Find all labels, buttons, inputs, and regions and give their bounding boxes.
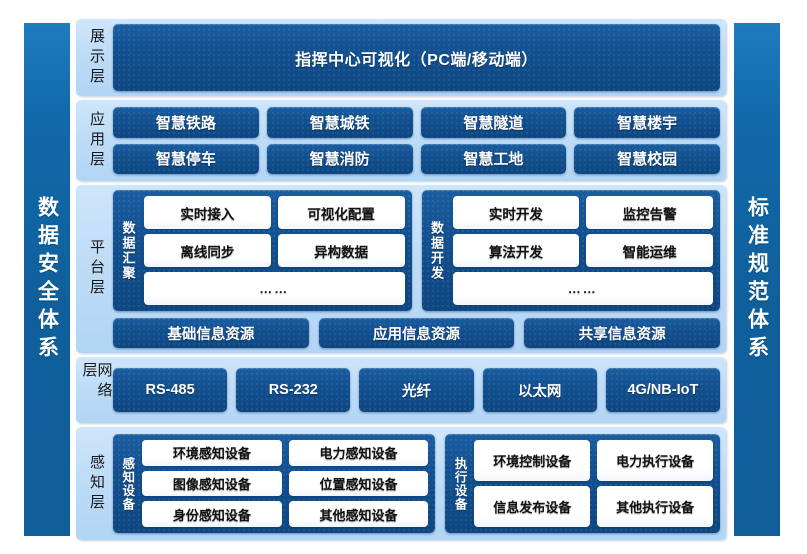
sensing-item-environment[interactable]: 环境感知设备 — [142, 440, 282, 466]
application-grid: 智慧铁路 智慧城铁 智慧隧道 智慧楼宇 智慧停车 智慧消防 智慧工地 智慧校园 — [113, 105, 720, 176]
layer-network: 网络层 RS-485 RS-232 光纤 以太网 4G/NB-IoT — [76, 357, 726, 423]
network-item-rs485[interactable]: RS-485 — [113, 368, 228, 412]
app-item-smart-tunnel[interactable]: 智慧隧道 — [420, 107, 567, 138]
platform-inner: 数据汇聚 实时接入 可视化配置 离线同步 异构数据 …… — [113, 190, 720, 348]
layer-application-label-wrap: 应用层 — [80, 105, 113, 176]
platform-group-0-label: 数据汇聚 — [120, 220, 136, 281]
perception-group-sensing-devices: 感知设备 环境感知设备 电力感知设备 图像感知设备 位置感知设备 身份感知设备 … — [113, 434, 435, 533]
app-item-smart-firefighting[interactable]: 智慧消防 — [266, 143, 413, 174]
platform-group-1-label: 数据开发 — [429, 220, 444, 281]
platform-group-0-grid: 实时接入 可视化配置 离线同步 异构数据 …… — [144, 196, 405, 305]
app-item-smart-building[interactable]: 智慧楼宇 — [574, 107, 720, 138]
perception-group-actuator-devices: 执行设备 环境控制设备 电力执行设备 信息发布设备 其他执行设备 — [445, 434, 720, 533]
app-item-smart-metro[interactable]: 智慧城铁 — [266, 107, 413, 138]
perception-group-1-label-wrap: 执行设备 — [449, 440, 469, 527]
platform-group-1-label-wrap: 数据开发 — [426, 196, 448, 305]
sensing-item-identity[interactable]: 身份感知设备 — [142, 501, 282, 527]
sidebar-data-security: 数据安全体系 — [23, 22, 71, 537]
platform-item-heterogeneous-data[interactable]: 异构数据 — [277, 234, 405, 267]
network-item-ethernet[interactable]: 以太网 — [482, 368, 597, 412]
platform-group-1-more[interactable]: …… — [452, 272, 713, 305]
platform-item-realtime-dev[interactable]: 实时开发 — [452, 196, 580, 229]
layer-perception: 感知层 感知设备 环境感知设备 电力感知设备 图像感知设备 位置感知设备 身份感… — [76, 427, 726, 540]
layer-application-label: 应用层 — [88, 110, 105, 171]
sidebar-left-label: 数据安全体系 — [35, 195, 59, 364]
network-item-optical-fiber[interactable]: 光纤 — [359, 368, 474, 412]
platform-item-smart-ops[interactable]: 智能运维 — [586, 234, 713, 267]
sidebar-right-label: 标准规范体系 — [745, 195, 769, 364]
actuator-item-information-release[interactable]: 信息发布设备 — [474, 486, 591, 527]
app-item-smart-parking[interactable]: 智慧停车 — [113, 143, 259, 174]
resource-application-information[interactable]: 应用信息资源 — [318, 318, 515, 348]
app-item-smart-campus[interactable]: 智慧校园 — [574, 143, 720, 174]
layer-display: 展示层 指挥中心可视化（PC端/移动端） — [76, 19, 726, 96]
layer-network-label-wrap: 网络层 — [80, 362, 113, 418]
app-item-smart-construction-site[interactable]: 智慧工地 — [420, 143, 567, 174]
platform-group-1-grid: 实时开发 监控告警 算法开发 智能运维 …… — [452, 196, 713, 305]
layer-network-label: 网络层 — [80, 362, 113, 402]
sensing-item-image[interactable]: 图像感知设备 — [142, 470, 282, 497]
network-item-4g-nbiot[interactable]: 4G/NB-IoT — [605, 368, 720, 412]
perception-group-0-label-wrap: 感知设备 — [117, 440, 137, 527]
display-banner-box[interactable]: 指挥中心可视化（PC端/移动端） — [113, 24, 720, 91]
sensing-item-power[interactable]: 电力感知设备 — [288, 440, 429, 466]
perception-groups: 感知设备 环境感知设备 电力感知设备 图像感知设备 位置感知设备 身份感知设备 … — [113, 432, 720, 535]
platform-resources: 基础信息资源 应用信息资源 共享信息资源 — [113, 318, 720, 348]
platform-groups: 数据汇聚 实时接入 可视化配置 离线同步 异构数据 …… — [113, 190, 720, 311]
platform-item-visual-config[interactable]: 可视化配置 — [277, 196, 405, 229]
sidebar-standard-specification: 标准规范体系 — [733, 22, 781, 537]
perception-group-0-label: 感知设备 — [120, 456, 135, 511]
resource-shared-information[interactable]: 共享信息资源 — [524, 318, 720, 348]
platform-group-0-label-wrap: 数据汇聚 — [117, 196, 139, 305]
resource-basic-information[interactable]: 基础信息资源 — [113, 318, 309, 348]
platform-item-offline-sync[interactable]: 离线同步 — [144, 234, 271, 267]
actuator-item-environment-control[interactable]: 环境控制设备 — [474, 440, 591, 481]
layer-perception-label-wrap: 感知层 — [80, 432, 113, 535]
layer-display-label-wrap: 展示层 — [80, 24, 113, 91]
perception-group-0-grid: 环境感知设备 电力感知设备 图像感知设备 位置感知设备 身份感知设备 其他感知设… — [142, 440, 429, 527]
perception-group-1-grid: 环境控制设备 电力执行设备 信息发布设备 其他执行设备 — [474, 440, 713, 527]
actuator-item-other[interactable]: 其他执行设备 — [597, 486, 713, 527]
layer-platform-label-wrap: 平台层 — [80, 190, 113, 348]
layer-platform: 平台层 数据汇聚 实时接入 可视化配置 离线同步 — [76, 185, 726, 353]
sensing-item-location[interactable]: 位置感知设备 — [288, 470, 429, 497]
layer-perception-label: 感知层 — [88, 453, 105, 514]
platform-item-monitor-alarm[interactable]: 监控告警 — [586, 196, 713, 229]
layer-display-body: 指挥中心可视化（PC端/移动端） — [113, 24, 720, 91]
platform-item-realtime-ingest[interactable]: 实时接入 — [144, 196, 271, 229]
sensing-item-other[interactable]: 其他感知设备 — [288, 501, 429, 527]
actuator-item-power-execution[interactable]: 电力执行设备 — [597, 440, 713, 481]
layer-stack: 展示层 指挥中心可视化（PC端/移动端） 应用层 智慧铁路 智慧城铁 智慧隧道 … — [76, 19, 726, 540]
layer-display-label: 展示层 — [88, 27, 105, 88]
perception-group-1-label: 执行设备 — [452, 456, 467, 511]
platform-group-data-aggregation: 数据汇聚 实时接入 可视化配置 离线同步 异构数据 …… — [113, 190, 412, 311]
platform-group-data-development: 数据开发 实时开发 监控告警 算法开发 智能运维 …… — [422, 190, 721, 311]
platform-group-0-more[interactable]: …… — [144, 272, 405, 305]
layer-perception-body: 感知设备 环境感知设备 电力感知设备 图像感知设备 位置感知设备 身份感知设备 … — [113, 432, 720, 535]
layer-application-body: 智慧铁路 智慧城铁 智慧隧道 智慧楼宇 智慧停车 智慧消防 智慧工地 智慧校园 — [113, 105, 720, 176]
layer-platform-label: 平台层 — [88, 239, 105, 299]
layer-network-body: RS-485 RS-232 光纤 以太网 4G/NB-IoT — [113, 362, 720, 418]
layer-platform-body: 数据汇聚 实时接入 可视化配置 离线同步 异构数据 …… — [113, 190, 720, 348]
app-item-smart-railway[interactable]: 智慧铁路 — [113, 107, 259, 138]
network-grid: RS-485 RS-232 光纤 以太网 4G/NB-IoT — [113, 368, 720, 412]
layer-application: 应用层 智慧铁路 智慧城铁 智慧隧道 智慧楼宇 智慧停车 智慧消防 智慧工地 智… — [76, 100, 726, 181]
platform-item-algorithm-dev[interactable]: 算法开发 — [452, 234, 580, 267]
network-item-rs232[interactable]: RS-232 — [236, 368, 351, 412]
